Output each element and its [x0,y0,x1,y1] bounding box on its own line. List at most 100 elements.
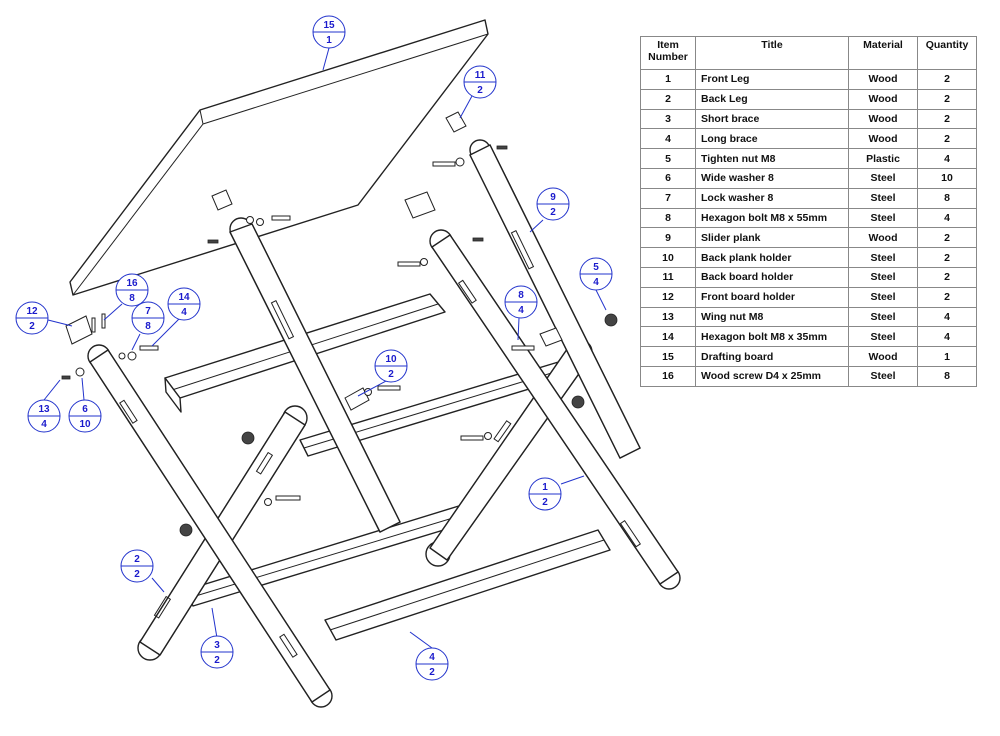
cell-quantity: 2 [917,69,977,90]
callout-bubble: 4 2 [415,647,449,681]
back-leg-center [229,217,401,533]
cell-material: Wood [848,227,918,249]
cell-title: Wood screw D4 x 25mm [695,365,849,387]
callout-qty: 2 [429,667,435,678]
cell-item-number: 4 [640,128,696,150]
cell-quantity: 2 [917,88,977,110]
header-title: Title [695,36,849,70]
cell-quantity: 4 [917,306,977,328]
cell-material: Wood [848,88,918,110]
cell-quantity: 1 [917,346,977,367]
cell-quantity: 4 [917,148,977,169]
callout-bubble: 7 8 [131,301,165,335]
table-header-row: Item Number Title Material Quantity [640,36,977,70]
callout-qty: 4 [518,305,524,316]
cell-item-number: 6 [640,167,696,189]
callout-item: 7 [145,306,151,317]
cell-material: Steel [848,306,918,328]
callout-item: 11 [475,70,486,81]
callout-item: 3 [214,640,220,651]
cell-title: Back board holder [695,266,849,288]
callout-qty: 8 [129,293,135,304]
cell-quantity: 2 [917,286,977,308]
callout-qty: 4 [181,307,187,318]
callout-item: 15 [323,20,335,31]
callout-bubble: 1 2 [528,477,562,511]
cell-quantity: 2 [917,227,977,249]
cell-material: Steel [848,187,918,209]
cell-quantity: 2 [917,128,977,150]
cell-item-number: 5 [640,148,696,169]
callout-item: 4 [429,652,435,663]
callout-item: 16 [126,278,138,289]
callout-item: 2 [134,554,140,565]
cell-title: Drafting board [695,346,849,367]
callout-bubble: 13 4 [27,399,61,433]
callout-bubble: 16 8 [115,273,149,307]
callout-qty: 1 [326,35,332,46]
cell-title: Front board holder [695,286,849,308]
cell-quantity: 4 [917,326,977,348]
callout-bubble: 5 4 [579,257,613,291]
callout-bubble: 8 4 [504,285,538,319]
callout-qty: 10 [79,419,91,430]
callout-bubble: 11 2 [463,65,497,99]
callout-bubble: 10 2 [374,349,408,383]
cell-item-number: 15 [640,346,696,367]
cell-item-number: 7 [640,187,696,209]
cell-item-number: 2 [640,88,696,110]
cell-title: Hexagon bolt M8 x 35mm [695,326,849,348]
cell-item-number: 14 [640,326,696,348]
cell-material: Steel [848,286,918,308]
callout-item: 10 [385,354,397,365]
callout-qty: 2 [477,85,483,96]
callout-item: 1 [542,482,548,493]
cell-item-number: 9 [640,227,696,249]
callout-qty: 2 [542,497,548,508]
cell-item-number: 16 [640,365,696,387]
cell-quantity: 8 [917,187,977,209]
cell-material: Wood [848,69,918,90]
cell-item-number: 8 [640,207,696,229]
callout-bubble: 6 10 [68,399,102,433]
front-leg-right [429,229,681,590]
callout-item: 12 [26,306,38,317]
callout-qty: 2 [29,321,35,332]
callout-bubble: 14 4 [167,287,201,321]
cell-title: Hexagon bolt M8 x 55mm [695,207,849,229]
callout-item: 14 [178,292,190,303]
cell-material: Wood [848,346,918,367]
cell-quantity: 2 [917,247,977,268]
cell-title: Long brace [695,128,849,150]
callout-qty: 2 [550,207,556,218]
cell-title: Wing nut M8 [695,306,849,328]
cell-item-number: 12 [640,286,696,308]
cell-material: Steel [848,326,918,348]
cell-item-number: 3 [640,108,696,130]
cell-title: Wide washer 8 [695,167,849,189]
cell-quantity: 8 [917,365,977,387]
front-leg-left [87,344,333,708]
cell-material: Wood [848,128,918,150]
cell-item-number: 13 [640,306,696,328]
cell-item-number: 1 [640,69,696,90]
callout-item: 6 [82,404,88,415]
callout-qty: 4 [593,277,599,288]
callout-bubble: 12 2 [15,301,49,335]
cell-title: Back plank holder [695,247,849,268]
callout-item: 5 [593,262,599,273]
